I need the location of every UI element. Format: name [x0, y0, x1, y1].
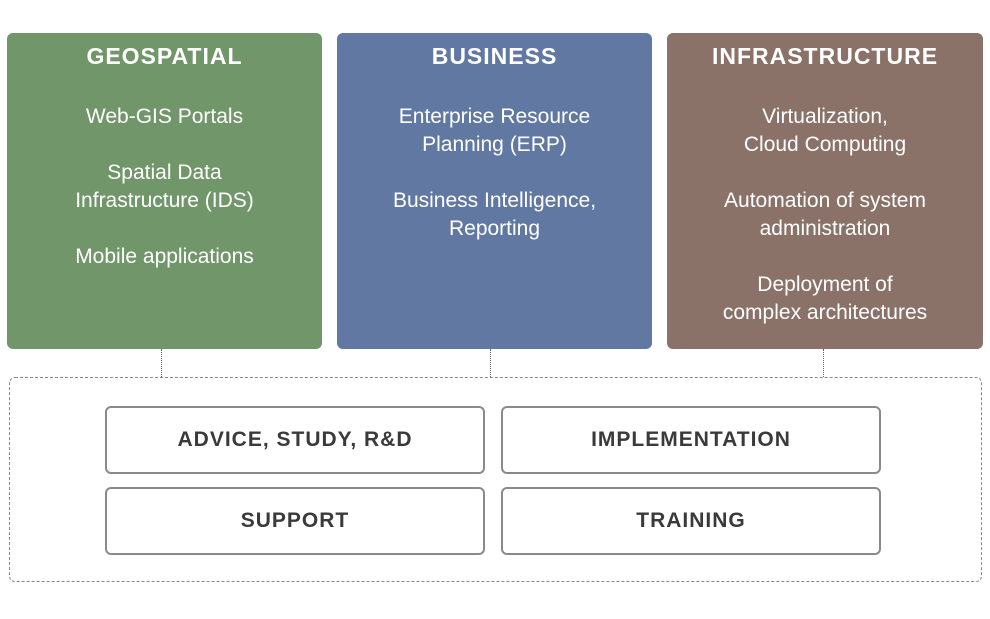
column-items: Enterprise Resource Planning (ERP) Busin…	[343, 103, 646, 271]
column-items: Virtualization, Cloud Computing Automati…	[673, 103, 977, 355]
service-box: ADVICE, STUDY, R&D	[105, 406, 485, 474]
column-item: Virtualization, Cloud Computing	[743, 105, 907, 156]
column-item: Web-GIS Portals	[85, 105, 244, 128]
service-box: SUPPORT	[105, 487, 485, 555]
column-business: BUSINESS Enterprise Resource Planning (E…	[337, 33, 652, 349]
services-container: ADVICE, STUDY, R&D IMPLEMENTATION SUPPOR…	[9, 377, 982, 582]
service-box: IMPLEMENTATION	[501, 406, 881, 474]
column-geospatial: GEOSPATIAL Web-GIS Portals Spatial Data …	[7, 33, 322, 349]
column-items: Web-GIS Portals Spatial Data Infrastruct…	[13, 103, 316, 299]
column-title: GEOSPATIAL	[86, 43, 243, 69]
column-item: Business Intelligence, Reporting	[392, 189, 597, 240]
column-infrastructure: INFRASTRUCTURE Virtualization, Cloud Com…	[667, 33, 983, 349]
column-title: INFRASTRUCTURE	[711, 43, 939, 69]
column-title: BUSINESS	[431, 43, 558, 69]
column-item: Spatial Data Infrastructure (IDS)	[75, 161, 254, 212]
connector-line	[823, 349, 824, 377]
column-item: Deployment of complex architectures	[722, 273, 928, 324]
service-box: TRAINING	[501, 487, 881, 555]
connector-line	[490, 349, 491, 377]
connector-line	[161, 349, 162, 377]
column-item: Enterprise Resource Planning (ERP)	[398, 105, 591, 156]
column-item: Automation of system administration	[724, 189, 926, 240]
column-item: Mobile applications	[75, 245, 254, 268]
